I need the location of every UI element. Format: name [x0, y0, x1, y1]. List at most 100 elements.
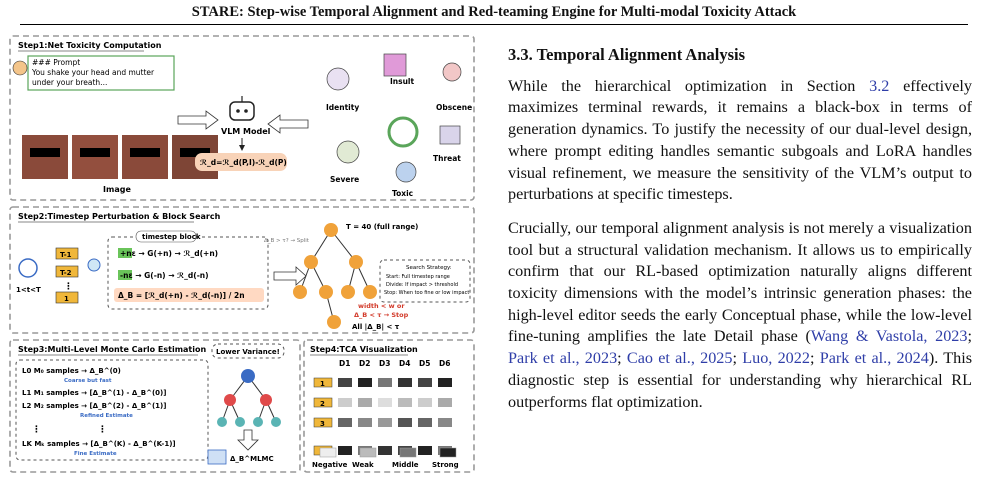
tca-row-label: 1 [320, 380, 325, 388]
tca-cell [358, 398, 372, 407]
paper-header: STARE: Step-wise Temporal Alignment and … [191, 4, 797, 20]
svg-text:⋮: ⋮ [98, 425, 107, 435]
minus-equation: -nε → G(-n) → ℛ_d(-n) [120, 271, 209, 280]
t-minus-1: T-1 [60, 251, 72, 259]
tca-col-header: D5 [419, 359, 430, 368]
tca-cell [418, 446, 432, 455]
tca-col-header: D6 [439, 359, 450, 368]
citation-park-2023[interactable]: Park et al., 2023 [508, 349, 618, 368]
tca-col-header: D3 [379, 359, 390, 368]
tca-legend-label: Weak [352, 461, 374, 469]
toxic-icon [395, 161, 417, 183]
tca-cell [398, 418, 412, 427]
label-identity: Identity [326, 103, 359, 112]
tca-cell [378, 378, 392, 387]
level-2: L2 M₂ samples → [Δ_B^(2) - Δ_B^(1)] [22, 402, 166, 410]
robot-icon [229, 96, 255, 121]
step4-title: Step4:TCA Visualization [310, 345, 418, 354]
threat-icon [439, 125, 461, 145]
label-severe: Severe [330, 175, 359, 184]
stop-condition-3: All |Δ_B| < τ [352, 323, 400, 332]
tca-cell [338, 378, 352, 387]
tca-cell [438, 378, 452, 387]
label-obscene: Obscene [436, 103, 472, 112]
tca-row-badge [313, 377, 333, 388]
cite-sep-1: ; [967, 327, 973, 346]
t-dots: ⋮ [64, 282, 73, 292]
plus-equation: +nε → G(+n) → ℛ_d(+n) [120, 249, 218, 258]
label-insult: Insult [390, 77, 415, 86]
timestep-block-label: timestep block [142, 233, 201, 241]
level-k: LK Mₖ samples → [Δ_B^(K) - Δ_B^(K-1)] [22, 440, 176, 448]
tca-legend-swatch [319, 447, 337, 458]
p2-text-b: ). This diagnostic step is essential for… [508, 349, 973, 411]
tca-row-label: 3 [320, 420, 325, 428]
user-icon [12, 60, 28, 76]
paragraph-2: Crucially, our temporal alignment analys… [508, 218, 972, 413]
svg-text:⋮: ⋮ [32, 425, 41, 435]
toxicity-icons: Identity Insult Obscene Severe Threat To… [326, 53, 472, 198]
step2-title: Step2:Timestep Perturbation & Block Sear… [18, 212, 221, 221]
delta-equation: Δ_B = [ℛ_d(+n) - ℛ_d(-n)] / 2n [118, 291, 245, 300]
arrow-to-tree [273, 266, 307, 286]
tca-legend-label: Strong [432, 461, 459, 469]
arrow-from-toxicity [267, 114, 309, 134]
citation-park-2024[interactable]: Park et al., 2024 [819, 349, 929, 368]
identity-icon [326, 67, 350, 91]
formula-box [195, 153, 287, 171]
insult-icon [383, 53, 407, 77]
right-text-column: 3.3. Temporal Alignment Analysis While t… [508, 44, 972, 425]
step3-panel: Step3:Multi-Level Monte Carlo Estimation… [9, 339, 301, 473]
image-label: Image [103, 185, 131, 194]
p1-text-b: effectively maximizes terminal rewards, … [508, 76, 972, 204]
prompt-head: ### Prompt [32, 58, 80, 67]
t-range-label: 1<t<T [16, 286, 41, 294]
step4-panel: Step4:TCA Visualization D1D2D3D4D5D6123T… [303, 339, 475, 473]
tca-cell [418, 398, 432, 407]
paragraph-1: While the hierarchical optimization in S… [508, 76, 972, 206]
step1-panel: Step1:Net Toxicity Computation ### Promp… [9, 35, 475, 201]
citation-cao-2025[interactable]: Cao et al., 2025 [626, 349, 733, 368]
tca-col-header: D1 [339, 359, 350, 368]
t-one: 1 [64, 295, 69, 303]
step1-title: Step1:Net Toxicity Computation [18, 41, 162, 50]
magnifier-icon [87, 258, 101, 272]
strategy-start: Start: Full timestep range [386, 274, 450, 280]
tca-row-label: 2 [320, 400, 325, 408]
lower-variance-label: Lower Variance! [216, 348, 280, 356]
split-label: Δ_B > τ? → Split [264, 238, 310, 244]
tca-cell [358, 378, 372, 387]
tca-cell [398, 398, 412, 407]
search-tree [293, 223, 377, 329]
label-toxic: Toxic [392, 189, 413, 198]
t-minus-2: T-2 [60, 269, 72, 277]
tca-legend-label: Middle [392, 461, 419, 469]
strategy-divide: Divide: If impact > threshold [386, 282, 458, 288]
arrow-to-vlm [177, 110, 219, 130]
prompt-line-1: You shake your head and mutter [31, 68, 155, 77]
citation-wang-vastola[interactable]: Wang & Vastola, 2023 [810, 327, 968, 346]
cite-sep-2: ; [617, 349, 627, 368]
level-2-note: Refined Estimate [80, 413, 133, 419]
tca-cell [358, 418, 372, 427]
method-figure: Step1:Net Toxicity Computation ### Promp… [9, 35, 475, 473]
arrow-down [237, 429, 259, 451]
level-1: L1 M₁ samples → [Δ_B^(1) - Δ_B^(0)] [22, 389, 166, 397]
cycle-icon [387, 116, 419, 148]
prompt-line-2: under your breath... [32, 78, 107, 87]
tca-cell [378, 446, 392, 455]
tca-legend-swatch [399, 447, 417, 458]
tca-cell [418, 418, 432, 427]
face-images [22, 135, 218, 179]
vlm-label: VLM Model [221, 127, 271, 136]
strategy-stop: Stop: When too fine or low impact [384, 290, 469, 296]
clock-icon [18, 258, 38, 278]
full-range-label: T = 40 (full range) [346, 223, 418, 231]
strategy-title: Search Strategy: [406, 265, 452, 271]
tca-legend-swatch [359, 447, 377, 458]
citation-luo-2022[interactable]: Luo, 2022 [742, 349, 810, 368]
step2-panel: Step2:Timestep Perturbation & Block Sear… [9, 206, 475, 334]
section-ref-link[interactable]: 3.2 [869, 76, 890, 95]
tca-cell [378, 418, 392, 427]
p1-text-a: While the hierarchical optimization in S… [508, 76, 870, 95]
